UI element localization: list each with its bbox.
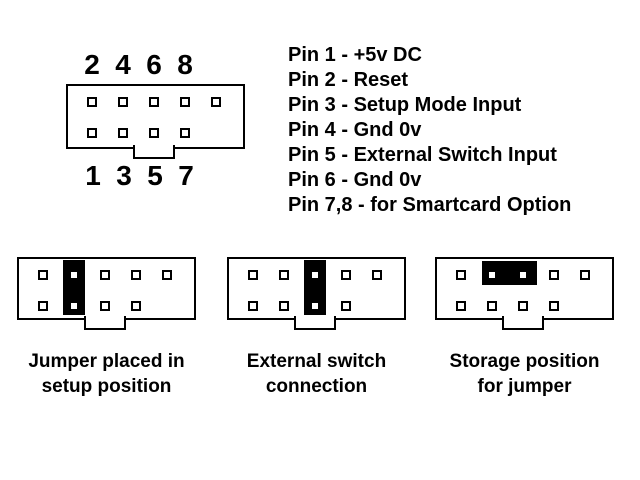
pin-square	[279, 270, 289, 280]
pin-square	[87, 128, 97, 138]
pin-square	[549, 270, 559, 280]
pin-label-1: 1	[85, 160, 101, 191]
legend-line-pin1: Pin 1 - +5v DC	[288, 44, 422, 66]
keying-notch	[84, 316, 126, 330]
caption-line: Storage position	[449, 351, 600, 372]
pin-square	[149, 97, 159, 107]
keying-notch	[502, 316, 544, 330]
pin-square	[518, 270, 528, 280]
pin-square	[372, 270, 382, 280]
pin-square	[487, 301, 497, 311]
pin-square	[211, 97, 221, 107]
pin-square	[100, 270, 110, 280]
caption-line: setup position	[41, 376, 172, 397]
pin-square	[149, 128, 159, 138]
caption-storage-position: Storage position for jumper	[435, 349, 614, 399]
pin-square	[341, 301, 351, 311]
pin-label-7: 7	[178, 160, 194, 191]
pin-square	[87, 97, 97, 107]
jumper-diagram-setup	[17, 257, 196, 330]
pin-square	[69, 270, 79, 280]
keying-notch	[294, 316, 336, 330]
jumper-block	[304, 260, 326, 315]
legend-line-pin6: Pin 6 - Gnd 0v	[288, 169, 422, 191]
pin-label-5: 5	[147, 160, 163, 191]
pin-label-3: 3	[116, 160, 132, 191]
legend-line-pin4: Pin 4 - Gnd 0v	[288, 119, 422, 141]
pin-square	[180, 128, 190, 138]
pin-label-8: 8	[177, 49, 193, 80]
pin-square	[456, 270, 466, 280]
pin-label-4: 4	[115, 49, 131, 80]
pin-legend: Pin 1 - +5v DC Pin 2 - Reset Pin 3 - Set…	[288, 43, 571, 218]
pin-square	[131, 301, 141, 311]
pin-square	[279, 301, 289, 311]
pin-square	[580, 270, 590, 280]
pin-square	[487, 270, 497, 280]
caption-line: connection	[265, 376, 368, 397]
pin-square	[248, 270, 258, 280]
caption-line: External switch	[246, 351, 387, 372]
legend-line-pin3: Pin 3 - Setup Mode Input	[288, 94, 522, 116]
pin-square	[456, 301, 466, 311]
pin-square	[180, 97, 190, 107]
jumper-block	[63, 260, 85, 315]
pin-square	[131, 270, 141, 280]
jumper-diagram-external-switch	[227, 257, 406, 330]
caption-external-switch: External switch connection	[227, 349, 406, 399]
pin-square	[118, 97, 128, 107]
legend-line-pin5: Pin 5 - External Switch Input	[288, 144, 557, 166]
pin-square	[69, 301, 79, 311]
pin-square	[341, 270, 351, 280]
pin-square	[118, 128, 128, 138]
pin-square	[100, 301, 110, 311]
pin-square	[310, 270, 320, 280]
pin-square	[162, 270, 172, 280]
pin-square	[549, 301, 559, 311]
caption-line: Jumper placed in	[28, 351, 185, 372]
pin-header-connector	[66, 84, 245, 159]
keying-notch	[133, 145, 175, 159]
pin-square	[518, 301, 528, 311]
jumper-diagram-storage	[435, 257, 614, 330]
pin-square	[310, 301, 320, 311]
pin-square	[38, 270, 48, 280]
legend-line-pin78: Pin 7,8 - for Smartcard Option	[288, 194, 572, 216]
caption-setup-position: Jumper placed in setup position	[17, 349, 196, 399]
legend-line-pin2: Pin 2 - Reset	[288, 69, 409, 91]
pin-square	[248, 301, 258, 311]
pin-label-6: 6	[146, 49, 162, 80]
caption-line: for jumper	[477, 376, 572, 397]
pin-square	[38, 301, 48, 311]
pin-label-2: 2	[84, 49, 100, 80]
